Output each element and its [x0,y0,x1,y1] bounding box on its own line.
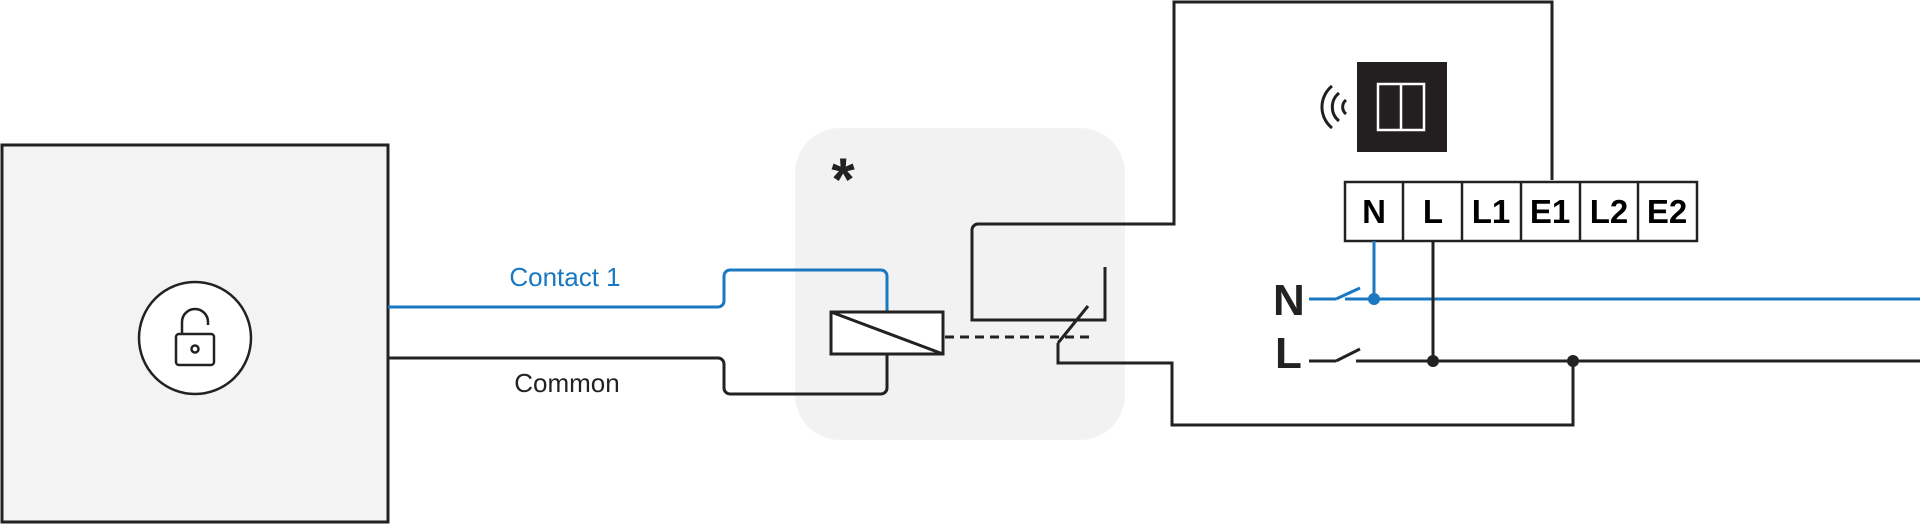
neutral-switch [1309,286,1920,301]
wireless-switch-icon [1357,62,1447,152]
neutral-junction [1368,293,1380,305]
terminal-l: L [1423,193,1443,230]
relay-contact-lower [1056,343,1575,427]
neutral-bus-label: N [1273,276,1305,325]
relay-contact-blade [1056,305,1090,344]
relay-contact-upper [970,0,1554,322]
terminal-l2: L2 [1590,193,1629,230]
relay-coil [829,310,945,356]
line-junction-1 [1427,355,1439,367]
terminal-e1: E1 [1530,193,1570,230]
terminal-e2: E2 [1647,193,1687,230]
asterisk: * [831,146,855,213]
common-label: Common [514,368,619,398]
line-junction-2 [1567,355,1579,367]
contact1-wire [388,268,889,312]
terminal-block: N L L1 E1 L2 E2 [1343,180,1699,243]
terminal-n: N [1362,193,1386,230]
relay-zone [795,128,1125,440]
contact1-label: Contact 1 [509,262,620,292]
terminal-l1: L1 [1472,193,1511,230]
wireless-signal-icon [1320,84,1348,130]
line-bus-label: L [1275,329,1302,378]
line-switch [1309,347,1920,363]
unlock-padlock-icon [174,307,216,367]
common-wire [388,354,889,396]
